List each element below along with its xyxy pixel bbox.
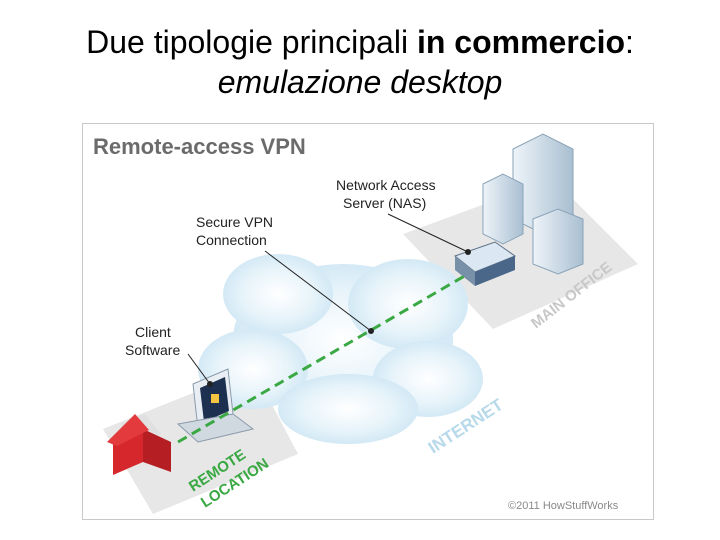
client-label-line2: Software: [125, 342, 180, 358]
title-colon: :: [625, 24, 634, 60]
nas-pointer-dot: [465, 249, 471, 255]
secure-pointer-dot: [368, 328, 374, 334]
title-plain: Due tipologie principali: [86, 24, 417, 60]
client-pointer: [187, 353, 211, 385]
secure-label-line2: Connection: [196, 232, 267, 248]
secure-pointer: [264, 250, 372, 332]
client-pointer-dot: [207, 381, 213, 387]
house-icon: [107, 414, 171, 475]
client-label-line1: Client: [135, 324, 171, 340]
nas-server-icon: [453, 241, 517, 286]
title-bold: in commercio: [416, 24, 626, 60]
nas-label-line2: Server (NAS): [343, 195, 426, 211]
diagram-heading: Remote-access VPN: [93, 134, 306, 159]
internet-cloud: [198, 254, 483, 444]
laptop-icon: [176, 368, 255, 443]
copyright-text: ©2011 HowStuffWorks: [508, 500, 619, 512]
secure-label-line1: Secure VPN: [196, 214, 273, 230]
nas-label-line1: Network Access: [336, 177, 436, 193]
nas-pointer: [387, 213, 469, 253]
slide-title: Due tipologie principali in commercio: e…: [0, 22, 720, 102]
title-subtitle: emulazione desktop: [217, 64, 503, 100]
lock-icon: [211, 394, 219, 403]
vpn-connection-line: [177, 272, 469, 444]
office-building-icon: [482, 133, 584, 275]
vpn-diagram: Remote-access VPN: [82, 123, 654, 520]
